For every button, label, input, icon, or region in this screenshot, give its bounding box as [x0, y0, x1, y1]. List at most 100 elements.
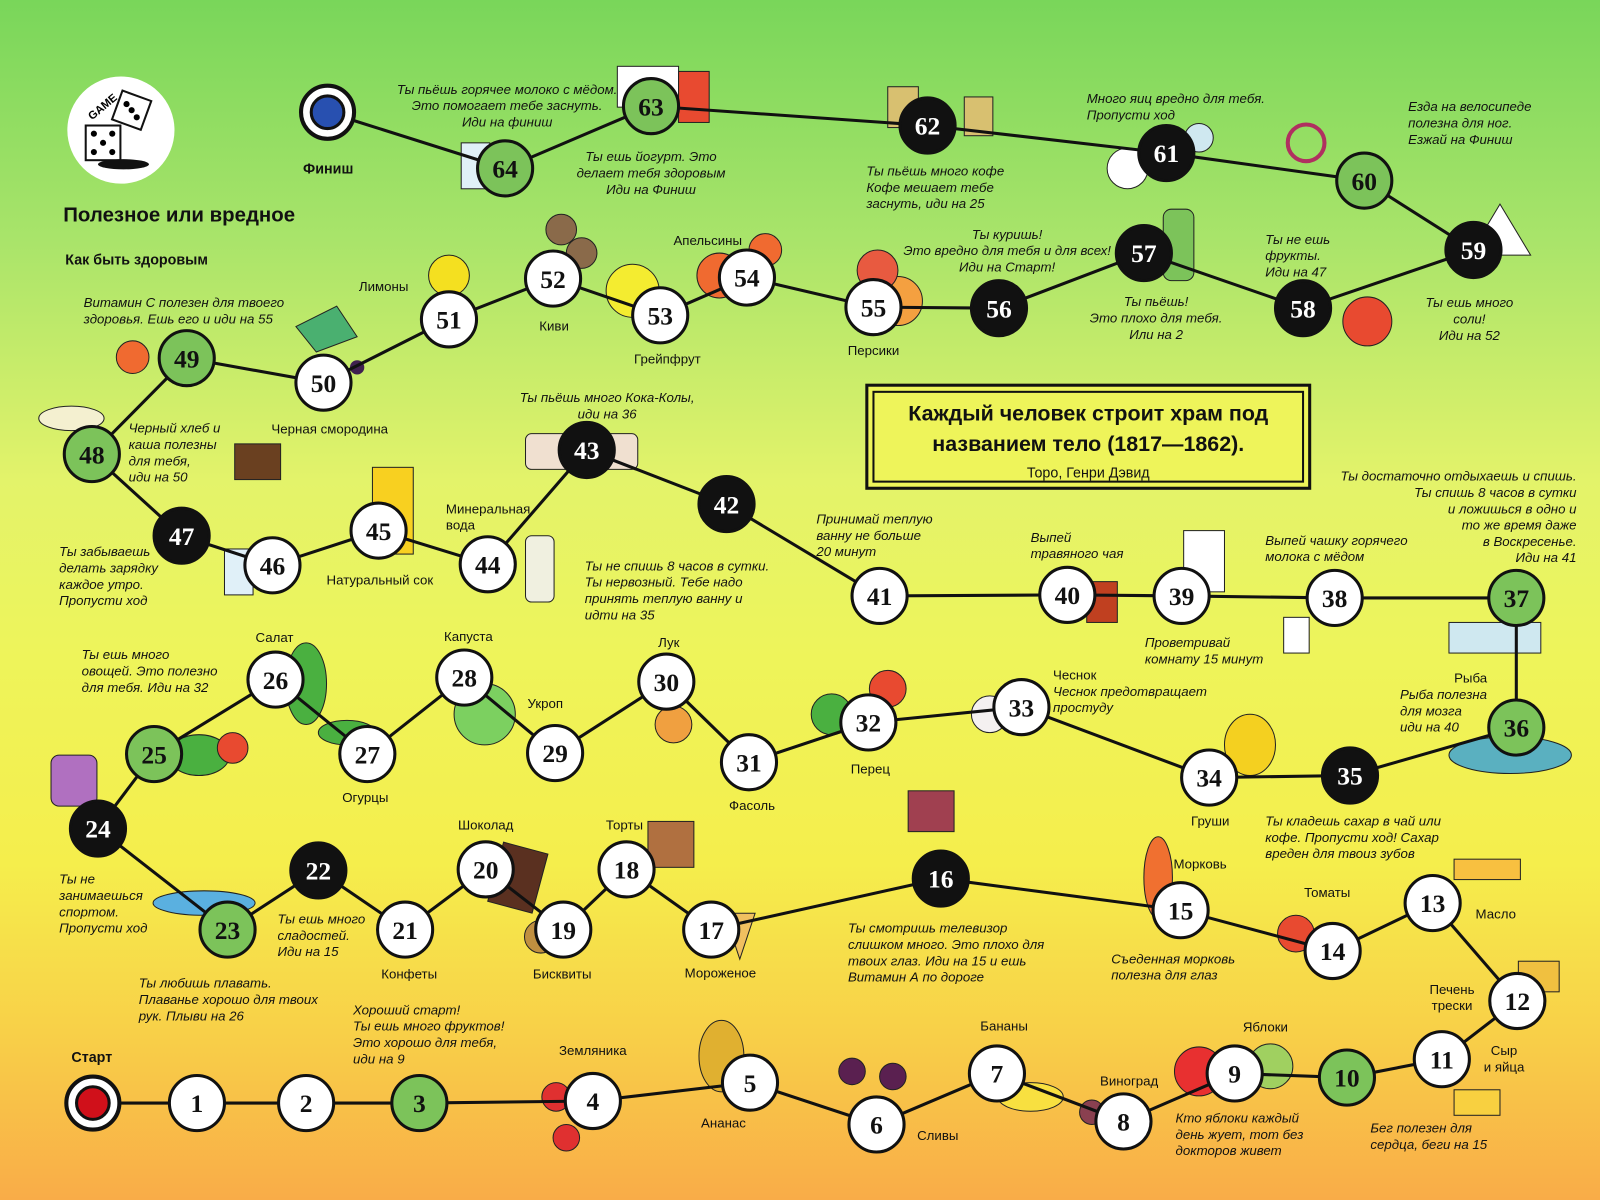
board-cell-43[interactable]: 43 — [557, 420, 616, 480]
board-cell-31[interactable]: 31 — [719, 733, 779, 792]
board-cell-11[interactable]: 11 — [1412, 1030, 1471, 1089]
label-line: Ты пьёшь горячее молоко с мёдом. — [396, 81, 618, 97]
label-line: Бег полезен для — [1370, 1120, 1473, 1136]
board-cell-17[interactable]: 17 — [682, 900, 741, 959]
board-cell-58[interactable]: 58 — [1273, 279, 1333, 338]
board-cell-3[interactable]: 3 — [390, 1073, 449, 1133]
board-cell-32[interactable]: 32 — [839, 693, 898, 752]
board-cell-16[interactable]: 16 — [911, 849, 970, 908]
label-line: Рыба — [1454, 670, 1488, 686]
board-cell-54[interactable]: 54 — [717, 248, 777, 307]
board-cell-24[interactable]: 24 — [68, 799, 128, 858]
board-cell-63[interactable]: 63 — [621, 77, 681, 136]
cell-number: 14 — [1320, 937, 1346, 966]
board-cell-40[interactable]: 40 — [1038, 565, 1097, 624]
board-cell-47[interactable]: 47 — [152, 506, 211, 565]
board-cell-57[interactable]: 57 — [1114, 223, 1173, 283]
board-cell-7[interactable]: 7 — [967, 1044, 1027, 1103]
board-cell-36[interactable]: 36 — [1487, 698, 1546, 757]
board-cell-60[interactable]: 60 — [1335, 151, 1394, 210]
board-cell-28[interactable]: 28 — [435, 648, 494, 707]
board-cell-1[interactable]: 1 — [167, 1073, 227, 1133]
board-cell-37[interactable]: 37 — [1487, 568, 1546, 628]
board-cell-35[interactable]: 35 — [1320, 746, 1380, 805]
board-cell-64[interactable]: 64 — [476, 139, 535, 198]
board-cell-4[interactable]: 4 — [563, 1071, 622, 1131]
board-cell-34[interactable]: 34 — [1180, 748, 1239, 807]
board-cell-9[interactable]: 9 — [1205, 1044, 1264, 1103]
board-cell-19[interactable]: 19 — [534, 900, 593, 959]
board-cell-10[interactable]: 10 — [1317, 1048, 1377, 1107]
board-cell-26[interactable]: 26 — [246, 650, 305, 709]
board-cell-27[interactable]: 27 — [338, 724, 397, 784]
board-cell-20[interactable]: 20 — [456, 840, 515, 899]
cell-number: 39 — [1169, 582, 1195, 611]
board-cell-61[interactable]: 61 — [1137, 123, 1196, 183]
board-cell-62[interactable]: 62 — [898, 96, 957, 155]
board-cell-2[interactable]: 2 — [277, 1073, 336, 1133]
label-line: Натуральный сок — [326, 572, 434, 588]
cell-number: 1 — [191, 1089, 204, 1118]
board-cell-53[interactable]: 53 — [631, 286, 690, 345]
label-line: Ты пьёшь много кофе — [866, 163, 1005, 179]
board-cell-46[interactable]: 46 — [243, 536, 302, 595]
board-cell-42[interactable]: 42 — [697, 474, 756, 534]
board-cell-41[interactable]: 41 — [850, 566, 909, 625]
cell-circle — [294, 353, 353, 412]
board-label-grapes: Виноград — [1100, 1073, 1158, 1089]
cell-circle — [850, 566, 909, 625]
cell-number: 60 — [1352, 167, 1378, 196]
board-cell-55[interactable]: 55 — [844, 278, 903, 337]
board-cell-56[interactable]: 56 — [969, 279, 1029, 338]
board-label-blackcurrant: Черная смородина — [271, 421, 388, 437]
board-cell-48[interactable]: 48 — [62, 424, 121, 484]
label-line: для мозга — [1399, 703, 1462, 719]
board-cell-30[interactable]: 30 — [637, 652, 696, 711]
cell-circle — [992, 678, 1051, 737]
label-line: Это помогает тебе заснуть. — [411, 97, 603, 114]
board-cell-14[interactable]: 14 — [1303, 921, 1362, 981]
board-cell-33[interactable]: 33 — [992, 678, 1051, 737]
board-cell-25[interactable]: 25 — [124, 724, 184, 784]
board-cell-44[interactable]: 44 — [458, 535, 517, 594]
board-cell-51[interactable]: 51 — [419, 290, 479, 349]
finish-marker[interactable] — [298, 83, 357, 141]
label-line: Грейпфрут — [634, 351, 701, 367]
board-label-apples: Яблоки — [1243, 1019, 1288, 1035]
board-label-l37a: Ты достаточно отдыхаешь и спишь.Ты спишь… — [1327, 468, 1577, 566]
board-cell-39[interactable]: 39 — [1152, 566, 1211, 625]
board-cell-21[interactable]: 21 — [376, 900, 435, 959]
cell-number: 8 — [1117, 1108, 1130, 1137]
cell-number: 45 — [366, 517, 392, 546]
board-cell-23[interactable]: 23 — [198, 900, 257, 959]
board-cell-13[interactable]: 13 — [1403, 873, 1462, 933]
board-cell-8[interactable]: 8 — [1094, 1092, 1153, 1151]
board-cell-18[interactable]: 18 — [597, 840, 656, 899]
start-marker[interactable] — [64, 1074, 122, 1132]
board-cell-15[interactable]: 15 — [1151, 881, 1210, 940]
label-line: Киви — [539, 318, 569, 334]
label-line: Сливы — [917, 1127, 959, 1143]
board-cell-38[interactable]: 38 — [1305, 568, 1364, 628]
board-cell-29[interactable]: 29 — [526, 723, 585, 783]
board-cell-5[interactable]: 5 — [720, 1053, 780, 1112]
board-cell-45[interactable]: 45 — [349, 501, 408, 560]
board-cell-59[interactable]: 59 — [1444, 220, 1503, 280]
board-cell-52[interactable]: 52 — [523, 249, 583, 308]
board-cell-50[interactable]: 50 — [294, 353, 353, 412]
cell-number: 9 — [1228, 1060, 1241, 1089]
board-cell-12[interactable]: 12 — [1488, 971, 1547, 1031]
quote-author: Торо, Генри Дэвид — [1026, 464, 1150, 481]
board-cell-6[interactable]: 6 — [847, 1095, 906, 1154]
board-cell-22[interactable]: 22 — [289, 841, 348, 900]
board-cell-49[interactable]: 49 — [157, 329, 216, 388]
cell-number: 47 — [169, 522, 195, 551]
cell-circle — [435, 648, 494, 707]
label-line: Иди на 41 — [1515, 549, 1577, 566]
